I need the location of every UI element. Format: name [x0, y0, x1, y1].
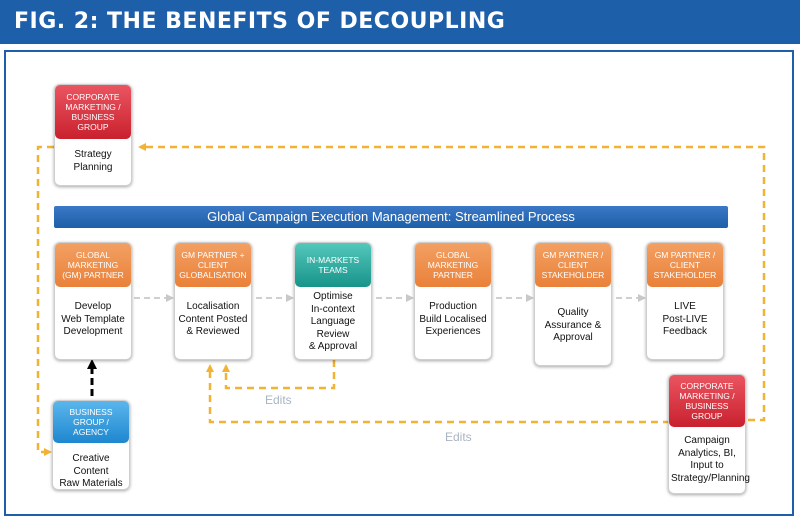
- step-card-localisation: GM PARTNER + CLIENT GLOBALISATION Locali…: [174, 242, 252, 360]
- step-card-develop-body: Develop Web Template Development: [61, 301, 125, 337]
- step-card-production: GLOBAL MARKETING PARTNER Production Buil…: [414, 242, 492, 360]
- step-card-production-header: GLOBAL MARKETING PARTNER: [415, 243, 491, 287]
- step-card-optimise-header: IN-MARKETS TEAMS: [295, 243, 371, 287]
- step-card-optimise: IN-MARKETS TEAMS Optimise In-context Lan…: [294, 242, 372, 360]
- step-card-localisation-body: Localisation Content Posted & Reviewed: [178, 301, 248, 337]
- step-card-live-body: LIVE Post-LIVE Feedback: [662, 301, 708, 337]
- process-banner: Global Campaign Execution Management: St…: [54, 206, 728, 228]
- step-card-quality-header: GM PARTNER / CLIENT STAKEHOLDER: [535, 243, 611, 287]
- corporate-strategy-header: CORPORATE MARKETING / BUSINESS GROUP: [55, 85, 131, 139]
- title-bar: FIG. 2: THE BENEFITS OF DECOUPLING: [0, 0, 800, 44]
- edits-loop-corporate: [206, 364, 670, 424]
- edits-label-1: Edits: [265, 393, 292, 407]
- edits-label-2: Edits: [445, 430, 472, 444]
- corporate-analytics-body: Campaign Analytics, BI, Input to Strateg…: [671, 435, 750, 484]
- step-card-develop-header: GLOBAL MARKETING (GM) PARTNER: [55, 243, 131, 287]
- step-card-live-header: GM PARTNER / CLIENT STAKEHOLDER: [647, 243, 723, 287]
- business-group-header: BUSINESS GROUP / AGENCY: [53, 401, 129, 443]
- step-card-localisation-header: GM PARTNER + CLIENT GLOBALISATION: [175, 243, 251, 287]
- figure-title: FIG. 2: THE BENEFITS OF DECOUPLING: [14, 9, 506, 34]
- step-card-quality-body: Quality Assurance & Approval: [544, 307, 602, 343]
- step-card-optimise-body: Optimise In-context Language Review & Ap…: [308, 291, 358, 352]
- left-loop-arrow: [36, 145, 54, 456]
- right-loop-arrow: [138, 143, 766, 422]
- business-group-body: Creative Content Raw Materials: [59, 453, 123, 489]
- figure-frame: [4, 50, 794, 516]
- step-card-production-body: Production Build Localised Experiences: [419, 301, 487, 337]
- corporate-strategy-body: Strategy Planning: [73, 149, 113, 173]
- edits-loop-inmarkets: [222, 360, 336, 390]
- step-card-quality: GM PARTNER / CLIENT STAKEHOLDER Quality …: [534, 242, 612, 366]
- step-card-develop: GLOBAL MARKETING (GM) PARTNER Develop We…: [54, 242, 132, 360]
- corporate-analytics-header: CORPORATE MARKETING / BUSINESS GROUP: [669, 375, 745, 427]
- corporate-strategy-card: CORPORATE MARKETING / BUSINESS GROUP Str…: [54, 84, 132, 186]
- step-card-live: GM PARTNER / CLIENT STAKEHOLDER LIVE Pos…: [646, 242, 724, 360]
- business-group-card: BUSINESS GROUP / AGENCY Creative Content…: [52, 400, 130, 490]
- corporate-analytics-card: CORPORATE MARKETING / BUSINESS GROUP Cam…: [668, 374, 750, 494]
